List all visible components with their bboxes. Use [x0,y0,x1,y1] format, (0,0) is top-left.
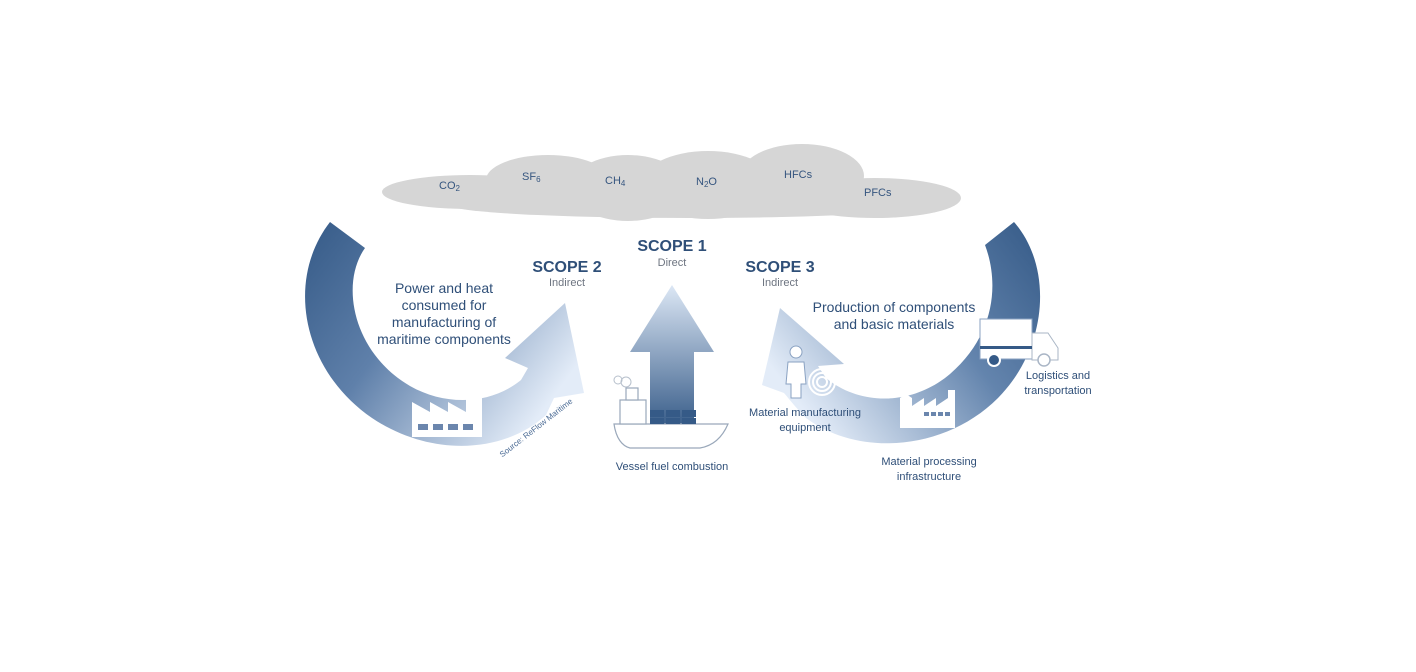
scope1-arrow [630,285,714,430]
material-equipment-label: Material manufacturing equipment [749,407,861,434]
factory-icon [412,394,482,437]
gas-hfcs-label: HFCs [784,169,813,181]
scope2-title: SCOPE 2 [532,259,602,276]
gas-sf6-label: SF6 [522,171,541,184]
gas-n2o-label: N2O [696,176,717,189]
gas-pfcs-label: PFCs [864,187,892,199]
scope3-title: SCOPE 3 [745,259,815,276]
gas-ch4-label: CH4 [605,175,626,188]
material-infrastructure-label: Material processing infrastructure [881,456,977,483]
scope3-subtitle: Indirect [761,277,799,289]
worker-icon [785,345,807,399]
scope3-caption: Production of components and basic mater… [812,299,976,332]
smoke-icon [413,361,482,390]
logistics-label: Logistics and transportation [1024,370,1092,397]
cloud-icon [382,144,961,221]
scope3-arrow [762,222,1041,444]
ship-icon [613,375,729,449]
scope1-subtitle: Direct [657,257,687,269]
gas-co2-label: CO2 [439,180,460,193]
scope2-arrow [305,222,584,446]
cable-coil-icon [808,368,836,396]
processing-plant-icon [900,390,955,428]
truck-icon [979,318,1059,367]
scope2-subtitle: Indirect [548,277,586,289]
scope1-title: SCOPE 1 [637,238,707,255]
scope1-caption: Vessel fuel combustion [615,461,729,473]
scope2-caption: Power and heat consumed for manufacturin… [377,280,511,347]
